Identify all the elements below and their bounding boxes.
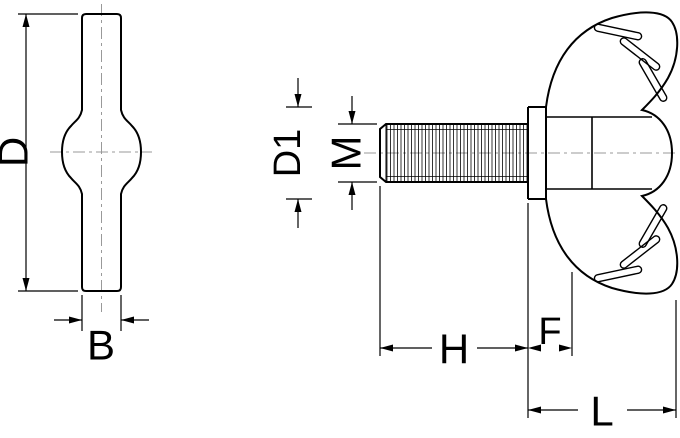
arrowhead bbox=[294, 94, 302, 107]
grip-slot bbox=[619, 235, 661, 269]
dim-label-F: F bbox=[538, 311, 561, 353]
dim-label-H: H bbox=[439, 326, 469, 373]
wing-knob-body bbox=[527, 11, 679, 295]
dim-label-M: M bbox=[323, 136, 370, 171]
arrowhead bbox=[22, 278, 30, 291]
front-view: D B bbox=[0, 4, 152, 369]
dimension-L: L bbox=[528, 300, 677, 435]
dimension-D1: D1 bbox=[267, 78, 312, 228]
dimension-M: M bbox=[323, 96, 377, 210]
grip-slot bbox=[638, 58, 668, 102]
arrowhead bbox=[348, 111, 356, 124]
side-view: D1 M H F bbox=[267, 11, 679, 435]
stud-outline bbox=[379, 123, 528, 183]
grip-slot bbox=[593, 265, 643, 283]
dimension-H: H bbox=[379, 186, 529, 418]
arrowhead bbox=[559, 344, 572, 352]
arrowhead bbox=[348, 182, 356, 195]
dim-label-B: B bbox=[87, 322, 115, 369]
arrowhead bbox=[294, 199, 302, 212]
threaded-stud bbox=[379, 123, 528, 183]
dim-label-L: L bbox=[590, 388, 613, 435]
arrowhead bbox=[663, 406, 676, 414]
dimension-B: B bbox=[54, 295, 149, 369]
grip-slot bbox=[619, 37, 661, 71]
dimension-D: D bbox=[0, 13, 78, 292]
arrowhead bbox=[22, 14, 30, 27]
dim-label-D: D bbox=[0, 137, 37, 167]
arrowhead bbox=[121, 316, 134, 324]
grip-slot bbox=[593, 23, 643, 41]
arrowhead bbox=[515, 344, 528, 352]
thread-hatching bbox=[386, 124, 528, 182]
arrowhead bbox=[69, 316, 82, 324]
arrowhead bbox=[528, 406, 541, 414]
dimension-F: F bbox=[528, 272, 573, 356]
grip-slot bbox=[638, 204, 668, 248]
front-body-outline bbox=[60, 13, 143, 292]
dim-label-D1: D1 bbox=[267, 129, 309, 178]
knob-silhouette bbox=[545, 11, 679, 295]
arrowhead bbox=[528, 344, 541, 352]
arrowhead bbox=[380, 344, 393, 352]
